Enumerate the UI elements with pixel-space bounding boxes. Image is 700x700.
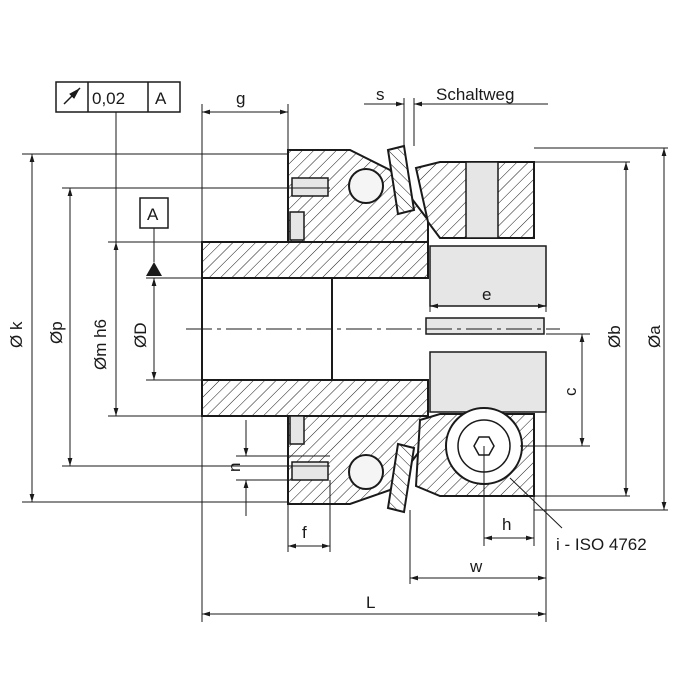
label-w: w bbox=[469, 557, 483, 576]
label-schaltweg: Schaltweg bbox=[436, 85, 514, 104]
label-m: Øm h6 bbox=[91, 319, 110, 370]
runout-arrow-icon bbox=[63, 87, 81, 105]
tolerance-frame: 0,02 A bbox=[55, 81, 181, 113]
label-b: Øb bbox=[605, 325, 624, 348]
bearing-ball-bottom bbox=[348, 454, 384, 490]
disc-springs bbox=[386, 144, 416, 514]
label-a: Øa bbox=[645, 325, 664, 348]
dimension-lines bbox=[22, 98, 668, 622]
retaining-ring-bottom bbox=[289, 415, 305, 445]
label-D: ØD bbox=[131, 323, 150, 349]
label-s: s bbox=[376, 85, 385, 104]
label-L: L bbox=[366, 593, 375, 612]
label-g: g bbox=[236, 89, 245, 108]
datum-label: A bbox=[147, 205, 159, 224]
label-h: h bbox=[502, 515, 511, 534]
bearing-ball-top bbox=[348, 168, 384, 204]
label-p: Øp bbox=[47, 321, 66, 344]
label-n: n bbox=[225, 463, 244, 472]
label-k: Ø k bbox=[7, 321, 26, 348]
set-screw-bottom bbox=[291, 461, 329, 481]
retaining-ring-top bbox=[289, 211, 305, 241]
label-c: c bbox=[561, 387, 580, 396]
label-i: i - ISO 4762 bbox=[556, 535, 647, 554]
datum-box bbox=[139, 197, 169, 229]
tolerance-datum: A bbox=[155, 89, 167, 108]
label-f: f bbox=[302, 523, 307, 542]
datum-triangle bbox=[146, 262, 162, 276]
label-e: e bbox=[482, 285, 491, 304]
tolerance-value: 0,02 bbox=[92, 89, 125, 108]
hub-body bbox=[201, 149, 429, 505]
set-screw-top bbox=[291, 177, 329, 197]
